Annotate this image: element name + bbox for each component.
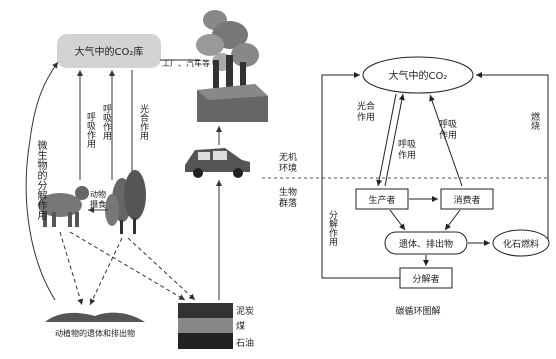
respiration-lower-label: 呼吸作用 (398, 140, 417, 161)
biotic-label-2: 群落 (279, 197, 297, 209)
car-icon (185, 148, 250, 178)
decomposition-label-right: 分解作用 (327, 210, 337, 246)
co2-ellipse (362, 56, 474, 94)
producer-label: 生产者 (368, 194, 395, 206)
animal-eat-label: 动物摄食 (90, 190, 106, 209)
cow-icon (38, 186, 89, 227)
producer-box (355, 188, 409, 210)
consumer-label: 消费者 (453, 194, 480, 206)
fossil-fuel-label: 化石燃料 (503, 238, 539, 250)
remains-box (384, 231, 468, 255)
fossil-label-peat: 泥炭 (236, 306, 254, 317)
co2-reservoir-box (57, 34, 161, 68)
fossil-layer-oil (178, 333, 233, 349)
decomposer-box (399, 267, 453, 289)
consumer-box (440, 188, 494, 210)
respiration-upper-label: 呼吸作用 (439, 120, 458, 141)
abiotic-label-1: 无机 (279, 151, 297, 163)
diagram-caption: 碳循环图解 (395, 305, 440, 317)
remains-box-label: 遗体、排出物 (399, 238, 453, 250)
tree-icon (105, 170, 146, 234)
remains-label: 动植物的遗体和排出物 (55, 328, 135, 338)
fossil-fuel-ellipse (492, 229, 550, 257)
burning-label: 燃烧 (529, 112, 539, 130)
respiration-label-2: 呼吸作用 (101, 104, 111, 140)
remains-ground-icon (45, 312, 145, 322)
fossil-label-oil: 石油 (236, 337, 254, 349)
photosynthesis-label-right: 光合作用 (357, 102, 376, 123)
decomposition-label: 微生物的分解作用 (35, 140, 46, 220)
co2-ellipse-label: 大气中的CO₂ (389, 69, 448, 82)
co2-reservoir-label: 大气中的CO₂库 (75, 45, 144, 58)
abiotic-label-2: 环境 (279, 162, 297, 174)
factory-car-label: 工厂、汽车等 (162, 58, 210, 68)
fossil-layer-peat (178, 303, 233, 318)
respiration-label-1: 呼吸作用 (85, 112, 95, 148)
decomposer-label: 分解者 (412, 273, 439, 285)
fossil-label-coal: 煤 (236, 320, 245, 332)
fossil-layer-coal (178, 318, 233, 333)
photosynthesis-label: 光合作用 (138, 104, 148, 140)
factory-icon (197, 55, 268, 122)
biotic-label-1: 生物 (279, 186, 297, 198)
